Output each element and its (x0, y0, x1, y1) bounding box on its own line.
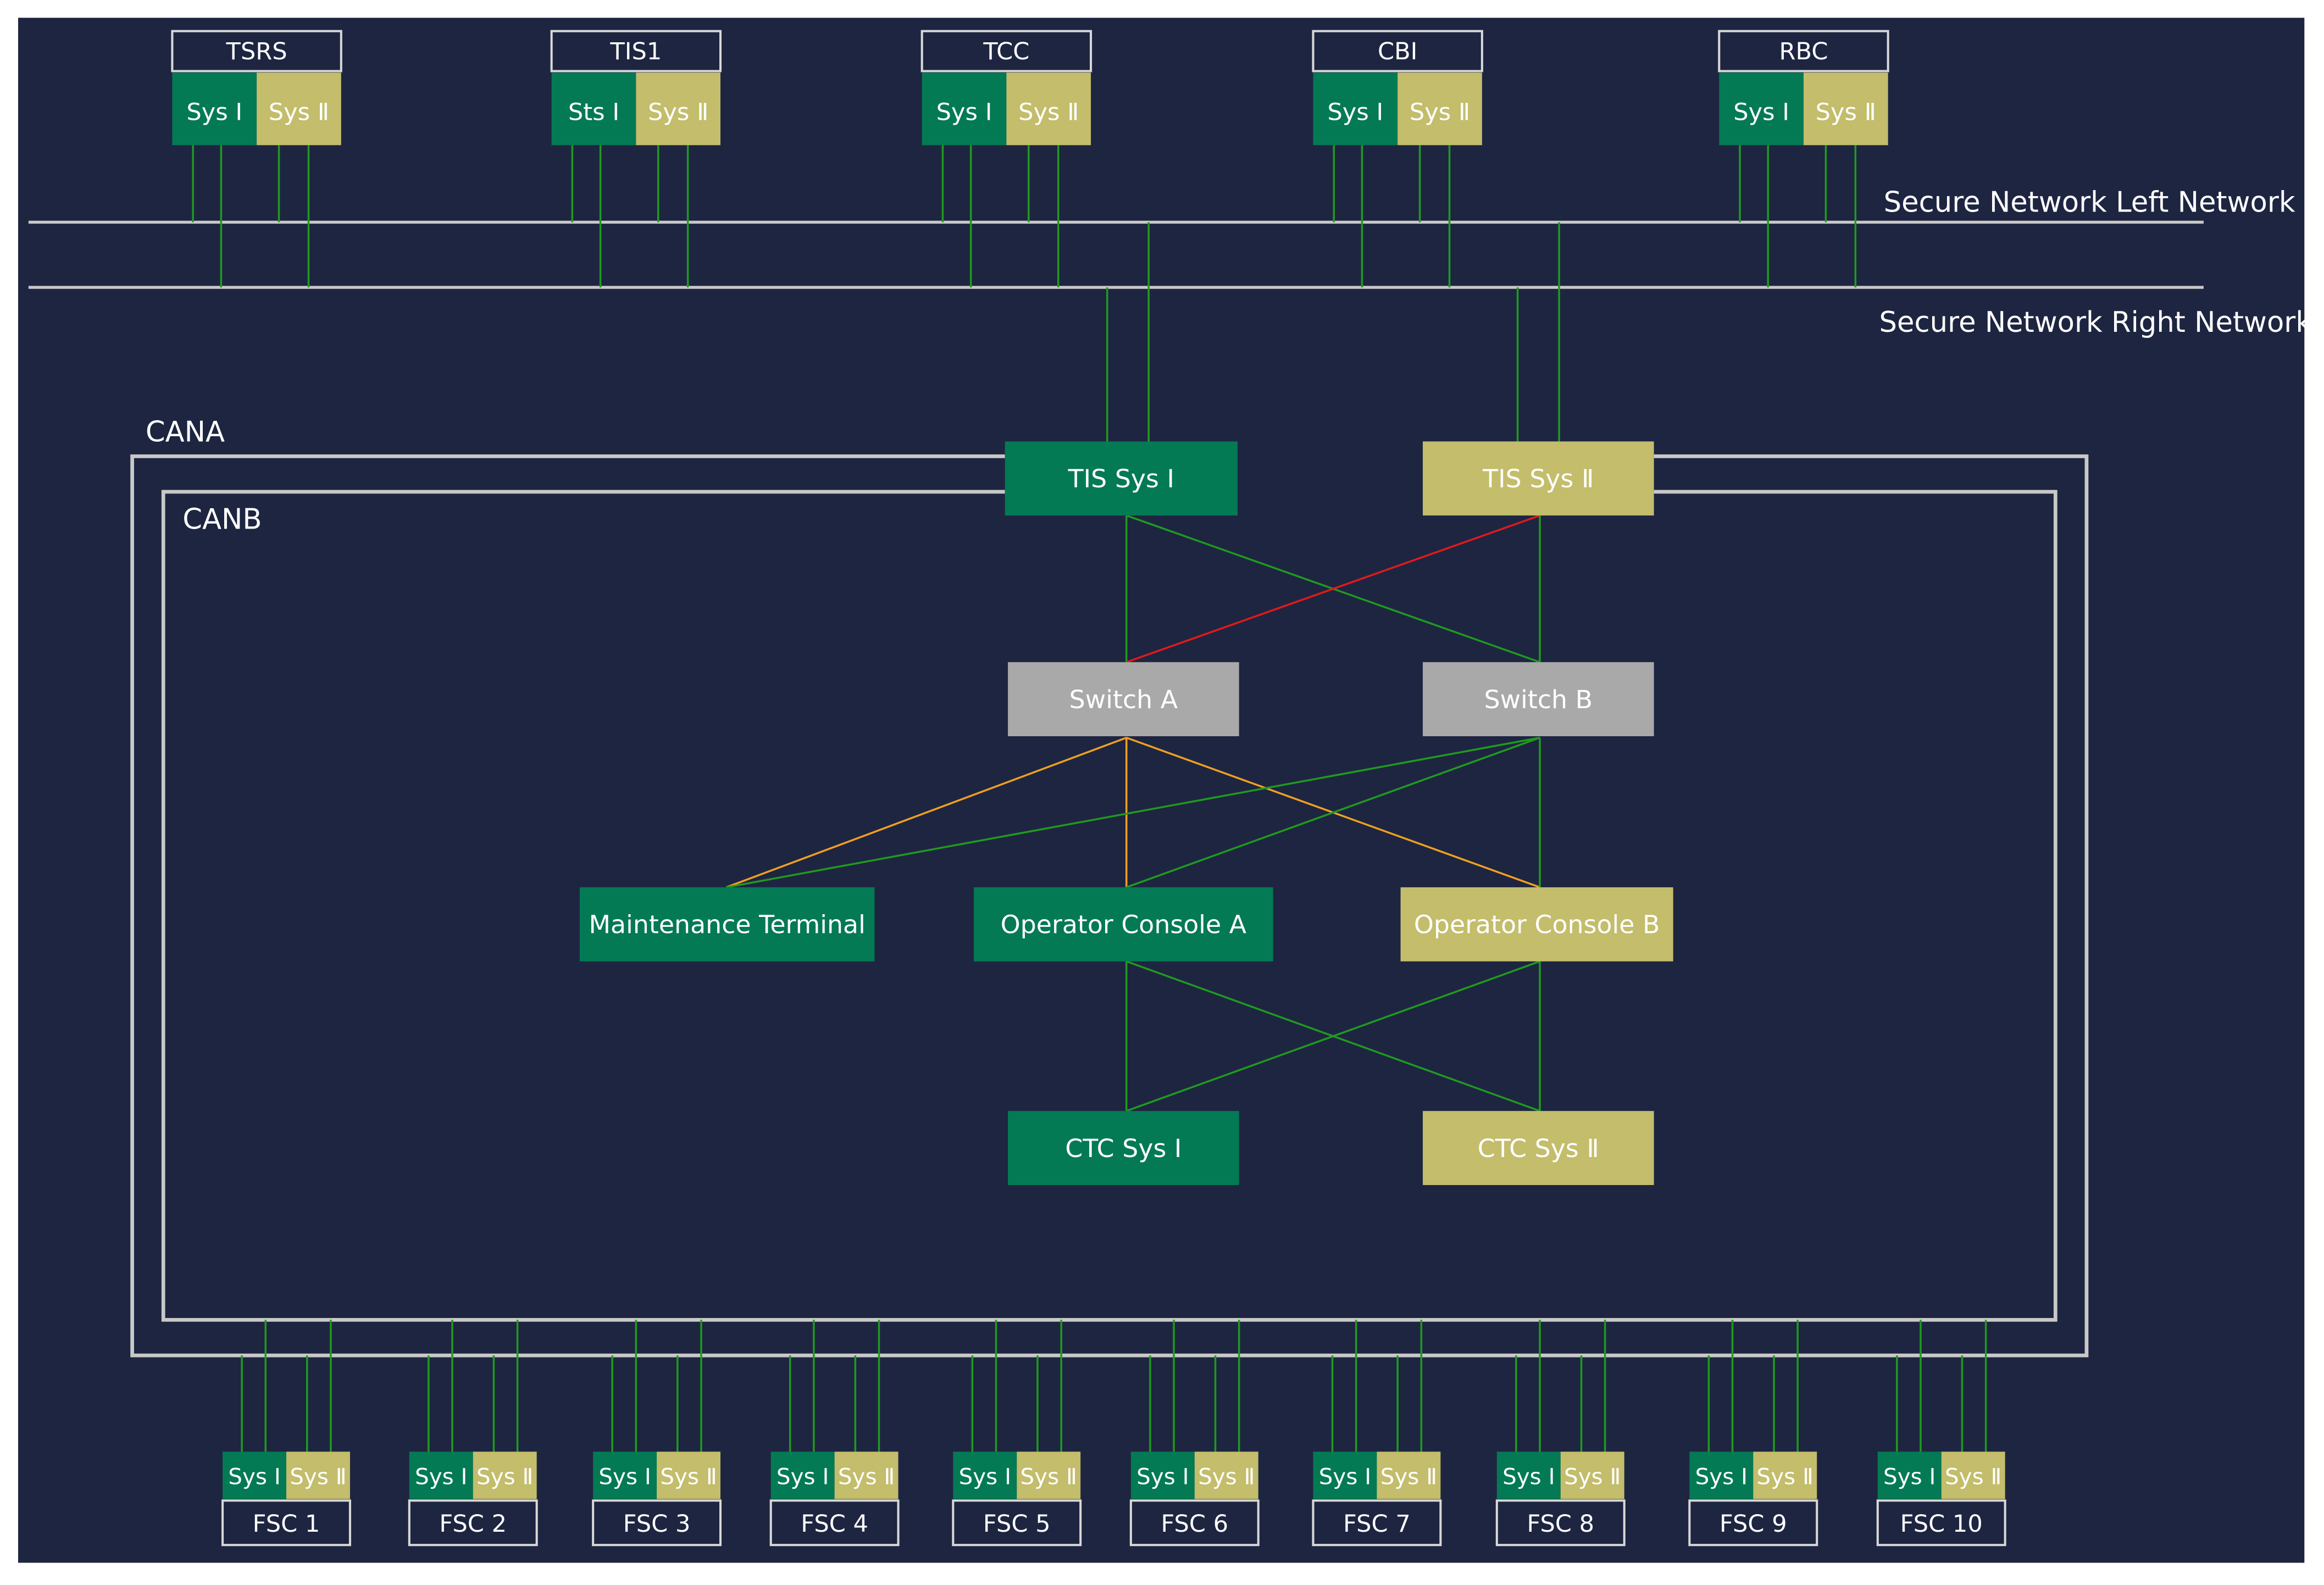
fsc-1-sys2: Sys Ⅱ (290, 1464, 346, 1490)
fsc-7-sys2: Sys Ⅱ (1380, 1464, 1437, 1490)
system-rbc-sys2: Sys Ⅱ (1816, 98, 1876, 126)
ctc-sys1-node: CTC Sys Ⅰ (1008, 1111, 1239, 1186)
link-tis2-switch-a (1126, 514, 1540, 663)
internal-links (726, 514, 1541, 1112)
tis-sys2-node: TIS Sys Ⅱ (1423, 441, 1654, 516)
fsc-1: Sys Ⅰ Sys Ⅱ FSC 1 (221, 1451, 351, 1547)
fsc-8-sys1: Sys Ⅰ (1502, 1464, 1555, 1490)
fsc-5-sys2: Sys Ⅱ (1020, 1464, 1077, 1490)
fsc-10-title: FSC 10 (1900, 1510, 1983, 1538)
fsc-5-title: FSC 5 (983, 1510, 1051, 1538)
link-switch-a-maintenance (726, 737, 1127, 888)
operator-console-b-label: Operator Console B (1414, 910, 1660, 939)
fsc-1-sys1: Sys Ⅰ (228, 1464, 280, 1490)
operator-console-a-node: Operator Console A (974, 887, 1273, 961)
cana-frame (130, 454, 2089, 1358)
fsc-5-sys1: Sys Ⅰ (959, 1464, 1011, 1490)
diagram-background (18, 18, 2305, 1563)
system-tcc: TCC Sys Ⅰ Sys Ⅱ (920, 30, 1092, 146)
operator-console-a-label: Operator Console A (1001, 910, 1247, 939)
system-rbc-title: RBC (1779, 38, 1828, 65)
tis-network-links (1106, 222, 1560, 442)
tis-sys1-node: TIS Sys Ⅰ (1005, 441, 1238, 516)
system-tcc-title: TCC (983, 38, 1029, 65)
fsc-4-sys1: Sys Ⅰ (776, 1464, 829, 1490)
fsc-6: Sys Ⅰ Sys Ⅱ FSC 6 (1129, 1451, 1260, 1547)
fsc-9-sys1: Sys Ⅰ (1695, 1464, 1748, 1490)
ctc-sys2-node: CTC Sys Ⅱ (1423, 1111, 1654, 1186)
fsc-8-sys2: Sys Ⅱ (1564, 1464, 1621, 1490)
left-network-label: Secure Network Left Network (1884, 186, 2295, 219)
system-tcc-sys2: Sys Ⅱ (1018, 98, 1079, 126)
fsc-3-title: FSC 3 (623, 1510, 691, 1538)
tis-sys1-label: TIS Sys Ⅰ (1068, 464, 1174, 493)
fsc-8: Sys Ⅰ Sys Ⅱ FSC 8 (1495, 1451, 1626, 1547)
fsc-9-title: FSC 9 (1720, 1510, 1787, 1538)
fsc-6-sys1: Sys Ⅰ (1136, 1464, 1189, 1490)
system-tis1-title: TIS1 (609, 38, 662, 65)
switch-a-label: Switch A (1069, 685, 1178, 714)
fsc-3-sys2: Sys Ⅱ (660, 1464, 717, 1490)
system-rbc-sys1: Sys Ⅰ (1733, 98, 1789, 126)
system-tis1-sys1: Sts Ⅰ (568, 98, 619, 126)
maintenance-terminal-label: Maintenance Terminal (589, 910, 865, 939)
system-tsrs-sys2: Sys Ⅱ (269, 98, 329, 126)
fsc-10: Sys Ⅰ Sys Ⅱ FSC 10 (1876, 1451, 2006, 1547)
fsc-6-sys2: Sys Ⅱ (1198, 1464, 1255, 1490)
fsc-2: Sys Ⅰ Sys Ⅱ FSC 2 (408, 1451, 538, 1547)
fsc-5: Sys Ⅰ Sys Ⅱ FSC 5 (952, 1451, 1082, 1547)
fsc-units: Sys Ⅰ Sys Ⅱ FSC 1 Sys Ⅰ Sys Ⅱ FSC 2 Sys Ⅰ Sys Ⅱ… (221, 1451, 2006, 1547)
link-switch-b-console-a (1126, 737, 1540, 888)
ctc-sys1-label: CTC Sys Ⅰ (1065, 1133, 1182, 1163)
fsc-6-title: FSC 6 (1161, 1510, 1228, 1538)
system-tis1-sys2: Sys Ⅱ (648, 98, 708, 126)
link-switch-b-maintenance (726, 737, 1540, 888)
fsc-3-sys1: Sys Ⅰ (598, 1464, 651, 1490)
fsc-8-title: FSC 8 (1527, 1510, 1594, 1538)
fsc-2-sys2: Sys Ⅱ (476, 1464, 533, 1490)
tis-sys2-label: TIS Sys Ⅱ (1482, 464, 1594, 493)
canb-label: CANB (182, 503, 262, 536)
fsc-9-sys2: Sys Ⅱ (1757, 1464, 1813, 1490)
network-buses (28, 220, 2204, 289)
system-rbc: RBC Sys Ⅰ Sys Ⅱ (1718, 30, 1889, 146)
fsc-7-sys1: Sys Ⅰ (1319, 1464, 1371, 1490)
fsc-9: Sys Ⅰ Sys Ⅱ FSC 9 (1688, 1451, 1818, 1547)
fsc-10-sys1: Sys Ⅰ (1883, 1464, 1935, 1490)
switch-b-node: Switch B (1423, 662, 1654, 737)
top-system-links (192, 145, 1857, 288)
ctc-sys2-label: CTC Sys Ⅱ (1478, 1133, 1599, 1163)
fsc-7: Sys Ⅰ Sys Ⅱ FSC 7 (1312, 1451, 1442, 1547)
fsc-2-sys1: Sys Ⅰ (415, 1464, 467, 1490)
fsc-3: Sys Ⅰ Sys Ⅱ FSC 3 (592, 1451, 722, 1547)
switch-b-label: Switch B (1484, 685, 1593, 714)
system-cbi-sys1: Sys Ⅰ (1327, 98, 1383, 126)
switch-a-node: Switch A (1008, 662, 1239, 737)
fsc-10-sys2: Sys Ⅱ (1945, 1464, 2001, 1490)
fsc-7-title: FSC 7 (1343, 1510, 1411, 1538)
fsc-1-title: FSC 1 (253, 1510, 320, 1538)
fsc-4-title: FSC 4 (801, 1510, 868, 1538)
cana-label: CANA (146, 415, 225, 448)
system-cbi-sys2: Sys Ⅱ (1410, 98, 1470, 126)
fsc-4-sys2: Sys Ⅱ (838, 1464, 895, 1490)
canb-frame (161, 490, 2057, 1322)
system-tsrs: TSRS Sys Ⅰ Sys Ⅱ (171, 30, 342, 146)
fsc-4: Sys Ⅰ Sys Ⅱ FSC 4 (769, 1451, 900, 1547)
right-network-label: Secure Network Right Network (1879, 306, 2312, 339)
link-console-b-ctc1 (1126, 960, 1540, 1112)
fsc-2-title: FSC 2 (439, 1510, 507, 1538)
system-tcc-sys1: Sys Ⅰ (936, 98, 992, 126)
system-tsrs-sys1: Sys Ⅰ (186, 98, 242, 126)
system-cbi-title: CBI (1378, 38, 1417, 65)
operator-console-b-node: Operator Console B (1400, 887, 1673, 961)
system-tsrs-title: TSRS (226, 38, 287, 65)
fsc-links (241, 1320, 1987, 1452)
maintenance-terminal-node: Maintenance Terminal (579, 887, 875, 961)
system-cbi: CBI Sys Ⅰ Sys Ⅱ (1312, 30, 1483, 146)
